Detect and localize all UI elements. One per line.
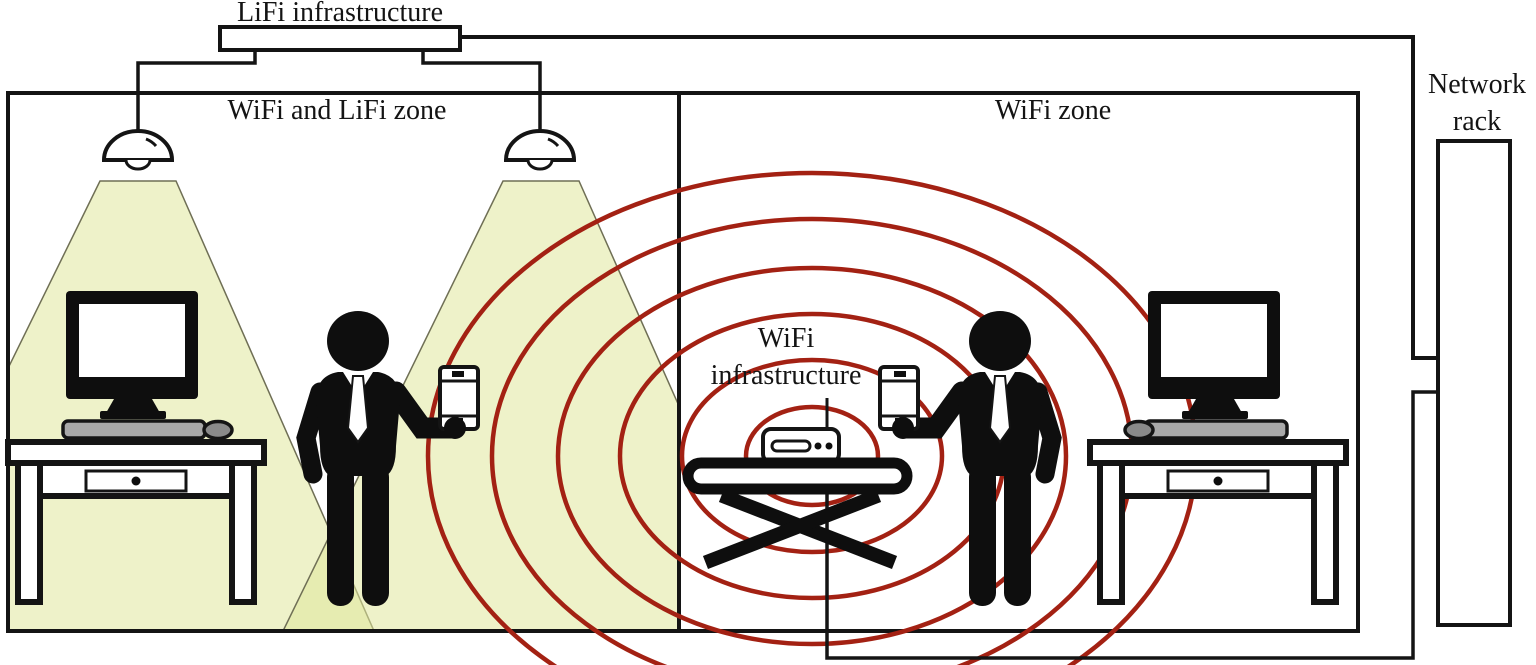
- zone-label-wifi: WiFi zone: [994, 95, 1112, 126]
- zone-label-wifi-and-lifi: WiFi and LiFi zone: [227, 95, 447, 126]
- folding-table-top: [682, 457, 913, 495]
- network-rack-label: Network rack: [1428, 69, 1526, 137]
- lifi-infrastructure-label: LiFi infrastructure: [236, 0, 444, 28]
- cable-lifi-to-rack: [458, 35, 1437, 360]
- table-leg-icon: [702, 488, 882, 570]
- wifi-ring-2: [679, 357, 945, 555]
- wifi-router-icon: [761, 427, 841, 464]
- mouse-left-icon: [202, 419, 234, 441]
- wifi-ring-1: [743, 404, 881, 508]
- room-border: [6, 91, 1360, 633]
- wifi-infrastructure-label: WiFi infrastructure: [710, 323, 862, 391]
- lifi-infrastructure-bar: [218, 25, 462, 52]
- wifi-ring-4: [555, 265, 1069, 647]
- cable-rack-to-router: [825, 390, 1437, 660]
- network-rack-box: [1436, 139, 1512, 627]
- mouse-right-icon: [1123, 419, 1155, 441]
- wifi-router-station: [682, 427, 913, 570]
